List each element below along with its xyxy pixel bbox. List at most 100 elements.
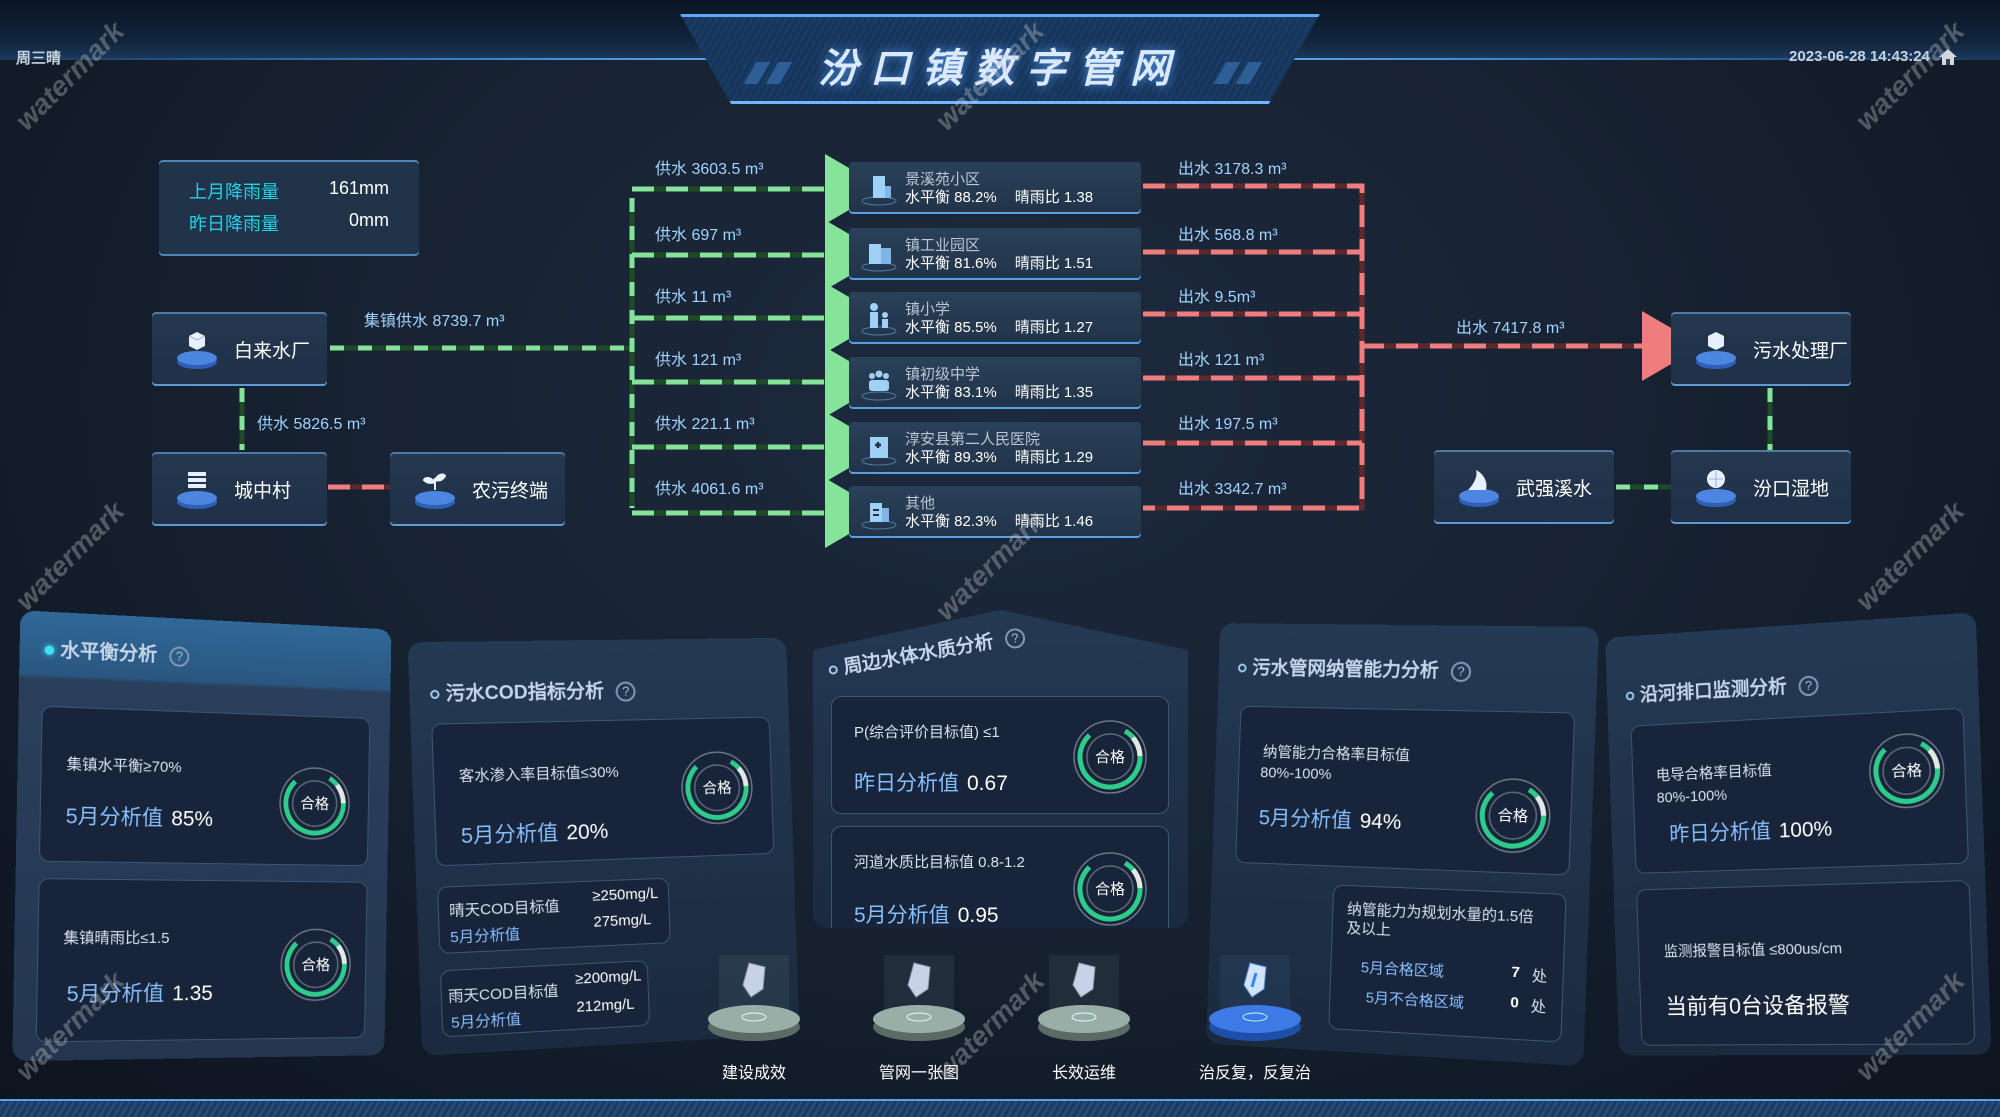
consumer-card[interactable]: 淳安县第二人民医院 水平衡 89.3%晴雨比 1.29 <box>849 422 1141 474</box>
value-label: 5月分析值 <box>449 925 521 947</box>
consumer-card[interactable]: 镇初级中学 水平衡 83.1%晴雨比 1.35 <box>849 357 1141 409</box>
status-gauge: 合格 <box>1867 730 1948 811</box>
consumer-stats: 水平衡 89.3%晴雨比 1.29 <box>905 446 1111 467</box>
target-value: ≥250mg/L <box>592 885 659 905</box>
status-dot-icon <box>430 690 440 700</box>
supply-label: 供水 11 m³ <box>655 289 732 306</box>
target-text: 客水渗入率目标值≤30% <box>458 763 620 786</box>
consumer-name: 景溪苑小区 <box>905 171 981 188</box>
town-supply-label: 集镇供水 8739.7 m³ <box>364 313 505 330</box>
ratio-value: 晴雨比 1.46 <box>1014 513 1094 530</box>
status-text: 合格 <box>300 795 330 813</box>
consumer-card[interactable]: 景溪苑小区 水平衡 88.2%晴雨比 1.38 <box>849 162 1141 214</box>
target-label: 雨天COD目标值 <box>447 982 559 1006</box>
value-number: 85% <box>170 807 214 832</box>
node-label: 武强溪水 <box>1516 479 1593 500</box>
status-dot-icon <box>1237 664 1247 673</box>
hospital-icon <box>861 437 897 466</box>
panel-title-text: 水平衡分析 <box>60 639 158 666</box>
value-number: 0.67 <box>967 772 1008 795</box>
consumer-stats: 水平衡 88.2%晴雨比 1.38 <box>905 186 1111 207</box>
node-sewage-plant[interactable]: 污水处理厂 <box>1671 312 1851 386</box>
status-dot-icon <box>1625 691 1635 702</box>
shield-icon <box>699 945 809 1055</box>
cod-rainy-card: 雨天COD目标值 ≥200mg/L 5月分析值 212mg/L <box>439 960 651 1038</box>
target-value: ≥200mg/L <box>574 967 642 988</box>
value-label: 5月分析值 <box>66 982 165 1007</box>
outflow-label: 出水 121 m³ <box>1178 352 1265 369</box>
consumer-stats: 水平衡 85.5% 晴雨比 1.27 <box>905 316 1111 337</box>
value-label: 5月分析值 <box>854 904 950 927</box>
ratio-value: 晴雨比 1.51 <box>1014 255 1094 272</box>
balance-value: 水平衡 81.6% <box>905 255 997 272</box>
capacity-zone-card: 纳管能力为规划水量的1.5倍及以上 5月合格区域 7 处 5月不合格区域 0 处 <box>1328 884 1567 1043</box>
help-icon[interactable]: ? <box>169 646 190 668</box>
panel-title: 水平衡分析? <box>44 634 190 668</box>
wave-icon <box>1459 470 1499 507</box>
capacity-desc: 纳管能力为规划水量的1.5倍及以上 <box>1346 900 1534 939</box>
consumer-name: 其他 <box>905 495 936 512</box>
target-range: 80%-100% <box>1656 786 1728 807</box>
nav-construction-results[interactable]: 建设成效 <box>699 945 809 1083</box>
outflow-label: 出水 568.8 m³ <box>1178 227 1278 244</box>
help-icon[interactable]: ? <box>1003 626 1027 650</box>
ratio-value: 晴雨比 1.29 <box>1014 449 1094 466</box>
value-label: 5月分析值 <box>450 1010 522 1032</box>
target-text: 集镇水平衡≥70% <box>66 755 182 777</box>
help-icon[interactable]: ? <box>1798 675 1819 697</box>
rain-value: 0mm <box>349 210 389 230</box>
node-label: 污水处理厂 <box>1753 341 1849 362</box>
sprout-icon <box>415 473 455 509</box>
node-label: 农污终端 <box>472 481 549 502</box>
help-icon[interactable]: ? <box>1450 661 1472 683</box>
zone-label: 5月合格区域 <box>1360 959 1445 981</box>
ratio-value: 晴雨比 1.27 <box>1014 319 1094 336</box>
cod-sunny-card: 晴天COD目标值 ≥250mg/L 5月分析值 275mg/L <box>436 877 671 955</box>
factory-icon <box>861 244 897 272</box>
value-label: 5月分析值 <box>1258 806 1353 833</box>
target-text: 电导合格率目标值 <box>1655 761 1773 785</box>
alarm-target: 监测报警目标值 ≤800us/cm <box>1663 940 1843 961</box>
consumer-card[interactable]: 其他 水平衡 82.3%晴雨比 1.46 <box>849 486 1141 538</box>
status-text: 合格 <box>1890 761 1923 781</box>
node-rural-terminal[interactable]: 农污终端 <box>390 452 565 526</box>
status-dot-icon <box>828 665 839 676</box>
nav-long-term-maintenance[interactable]: 长效运维 <box>1029 945 1139 1083</box>
help-icon[interactable]: ? <box>615 681 637 702</box>
status-text: 合格 <box>1094 881 1125 898</box>
node-village[interactable]: 城中村 <box>152 452 327 526</box>
consumer-card[interactable]: 镇小学 水平衡 85.5%晴雨比 1.27 <box>849 292 1141 344</box>
node-wetland[interactable]: 汾口湿地 <box>1671 450 1851 524</box>
nav-repeat-treatment[interactable]: 治反复，反复治 <box>1190 945 1320 1083</box>
target-text: P(综合评价目标值) ≤1 <box>854 724 1000 741</box>
zone-count: 0 <box>1510 993 1520 1012</box>
page-title: 汾口镇数字管网 <box>818 47 1182 91</box>
consumer-card[interactable]: 镇工业园区 水平衡 81.6%晴雨比 1.51 <box>849 228 1141 280</box>
supply-label: 供水 4061.6 m³ <box>655 481 764 498</box>
panel-title: 污水COD指标分析? <box>430 675 637 706</box>
node-stream[interactable]: 武强溪水 <box>1434 450 1614 524</box>
node-waterworks[interactable]: 白来水厂 <box>152 312 327 386</box>
title-plate: 汾口镇数字管网 <box>680 14 1320 104</box>
nav-network-map[interactable]: 管网一张图 <box>864 945 974 1083</box>
consumer-stats: 水平衡 82.3%晴雨比 1.46 <box>905 510 1111 531</box>
building-icon <box>861 176 897 206</box>
panel-title: 污水管网纳管能力分析? <box>1237 653 1472 683</box>
balance-value: 水平衡 85.5% <box>905 319 997 336</box>
zone-count: 7 <box>1511 963 1521 982</box>
status-gauge: 合格 <box>1072 719 1148 795</box>
home-icon[interactable] <box>1938 47 1958 67</box>
consumer-stats: 水平衡 81.6% 晴雨比 1.51 <box>905 252 1111 273</box>
target-text: 纳管能力合格率目标值 <box>1262 743 1411 765</box>
nav-label: 长效运维 <box>1051 1065 1116 1082</box>
